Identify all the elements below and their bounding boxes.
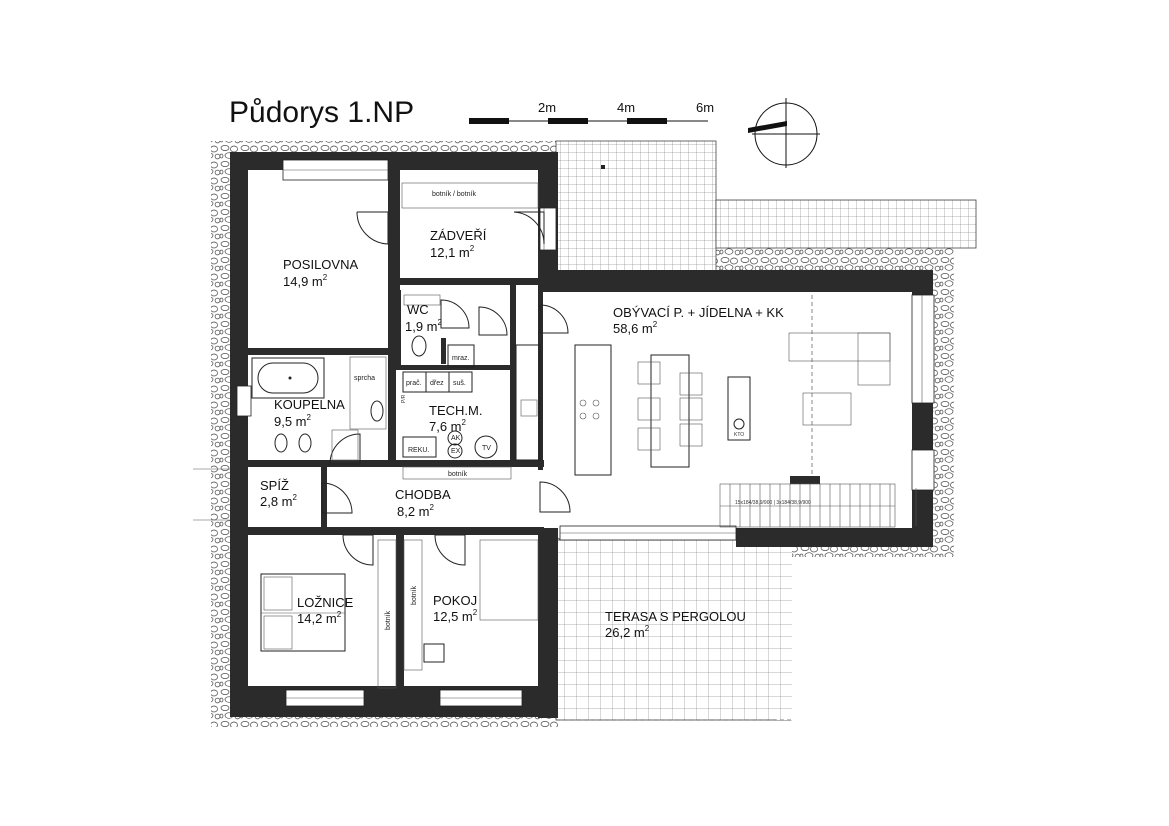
room-name-spiz: SPÍŽ	[260, 478, 289, 493]
room-name-zadveri: ZÁDVEŘÍ	[430, 228, 487, 243]
room-name-terasa: TERASA S PERGOLOU	[605, 609, 746, 624]
scale-bar: 2m 4m 6m	[469, 100, 714, 124]
label-drz: dřez	[430, 380, 444, 387]
room-name-tech: TECH.M.	[429, 403, 482, 418]
scale-label-6m: 6m	[696, 100, 714, 115]
desk-chair-icon	[423, 643, 445, 663]
room-labels: POSILOVNA 14,9 m2 ZÁDVEŘÍ 12,1 m2 WC 1,9…	[260, 228, 784, 640]
bidet-icon	[298, 433, 312, 453]
room-area-loznice: 14,2 m2	[297, 610, 342, 626]
staircase	[719, 483, 896, 528]
room-name-loznice: LOŽNICE	[297, 595, 354, 610]
room-area-obyvaci: 58,6 m2	[613, 320, 658, 336]
bathroom-toilet-icon	[274, 433, 288, 453]
boiler-icon	[447, 430, 463, 446]
label-prac: prač.	[406, 380, 422, 387]
fixture-labels: botník / botník sprcha mraz. prač. dřez …	[354, 191, 811, 630]
dining-table	[650, 354, 690, 468]
washbasin-icon	[370, 400, 384, 422]
scale-label-4m: 4m	[617, 100, 635, 115]
north-paving	[555, 140, 977, 273]
double-bed	[260, 573, 346, 652]
plan-title: Půdorys 1.NP	[229, 96, 414, 129]
label-rek: REKU.	[408, 447, 429, 454]
kitchen-island	[574, 344, 612, 476]
label-ak: AK	[451, 435, 461, 442]
room-area-wc: 1,9 m2	[405, 318, 443, 334]
stove-icon	[727, 376, 751, 441]
label-sprcha: sprcha	[354, 375, 375, 382]
room-name-chodba: CHODBA	[395, 487, 451, 502]
furniture	[193, 182, 917, 689]
room-area-zadveri: 12,1 m2	[430, 244, 475, 260]
label-tv: TV	[482, 445, 491, 452]
room-name-posilovna: POSILOVNA	[283, 257, 358, 272]
label-botnik-chodba: botník	[448, 471, 468, 478]
tv-icon	[474, 435, 498, 459]
room-area-terasa: 26,2 m2	[605, 624, 650, 640]
label-kto: KTO	[734, 432, 744, 438]
room-name-pokoj: POKOJ	[433, 593, 477, 608]
terrace-pergola	[555, 539, 792, 721]
room-name-obyvaci: OBÝVACÍ P. + JÍDELNA + KK	[613, 305, 784, 320]
room-area-chodba: 8,2 m2	[397, 503, 435, 519]
north-arrow-icon	[748, 98, 820, 168]
room-name-wc: WC	[407, 302, 429, 317]
label-botnik-loznice: botník	[385, 610, 392, 630]
exterior-walls	[230, 152, 933, 718]
label-stairs: 15x184/38,9/900 | 3x184/38,9/900	[735, 500, 811, 506]
label-pr: P/R	[401, 394, 407, 403]
wc-toilet-icon	[411, 335, 427, 357]
room-name-koupelna: KOUPELNA	[274, 397, 345, 412]
room-area-pokoj: 12,5 m2	[433, 608, 478, 624]
label-ex: EX	[451, 448, 461, 455]
room-area-tech: 7,6 m2	[429, 418, 467, 434]
label-botnik-pokoj: botník	[411, 585, 418, 605]
room-area-posilovna: 14,9 m2	[283, 273, 328, 289]
room-area-spiz: 2,8 m2	[260, 493, 298, 509]
label-mraz: mraz.	[452, 355, 470, 362]
label-botnik-zadveri: botník / botník	[432, 191, 476, 198]
scale-label-2m: 2m	[538, 100, 556, 115]
door-swings	[321, 211, 571, 566]
room-area-koupelna: 9,5 m2	[274, 413, 312, 429]
bathtub-icon	[257, 362, 319, 394]
label-sus: suš.	[453, 380, 466, 387]
